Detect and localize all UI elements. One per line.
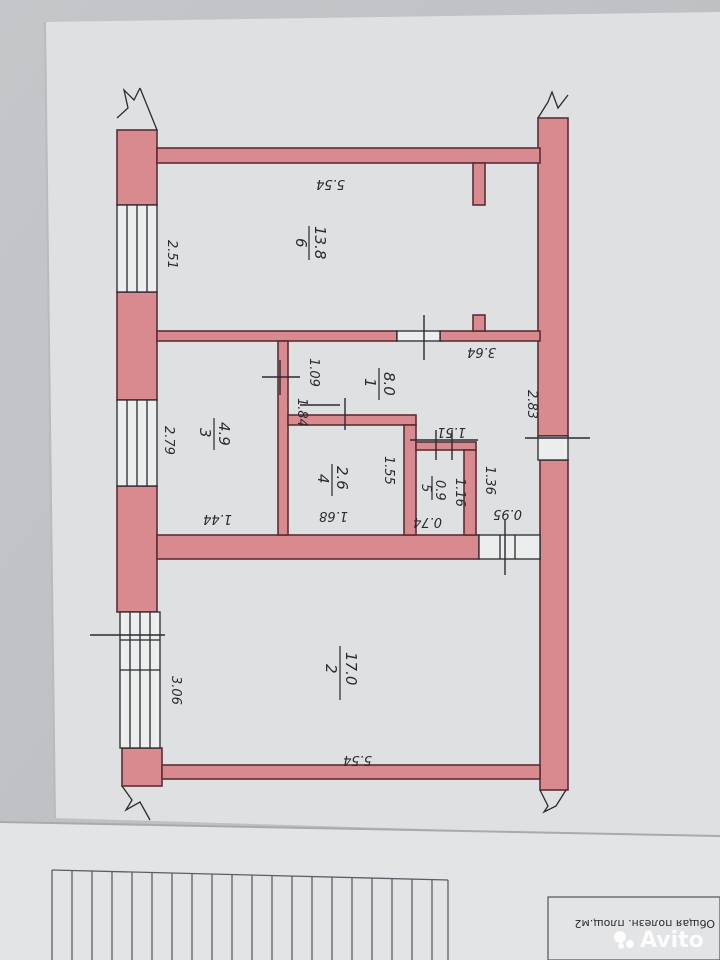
lower-sheet bbox=[0, 822, 720, 960]
room2-number: 2 bbox=[322, 664, 340, 674]
room4-wall-top bbox=[287, 414, 417, 426]
door-openings bbox=[396, 330, 569, 560]
partition-6-1-right bbox=[439, 330, 541, 342]
dim-room3-height: 2.79 bbox=[161, 426, 176, 455]
room-labels: 6 13.8 1 8.0 3 4.9 4 2.6 5 0.9 2 17.0 bbox=[196, 226, 447, 700]
dim-room5-d: 1.36 bbox=[482, 466, 497, 495]
table-grid bbox=[51, 869, 720, 960]
stub-top bbox=[472, 162, 486, 206]
dim-bottom-length: 5.54 bbox=[343, 752, 372, 767]
room6-area: 13.8 bbox=[311, 226, 329, 259]
bottom-wall bbox=[161, 764, 541, 780]
room5-wall-right bbox=[463, 449, 477, 536]
dim-right-room1: 2.83 bbox=[524, 390, 539, 419]
outer-wall-left-mid2 bbox=[116, 485, 158, 613]
room4-wall-right bbox=[403, 424, 417, 536]
room5-wall-top bbox=[415, 441, 477, 451]
room2-area: 17.0 bbox=[342, 652, 360, 685]
room1-number: 1 bbox=[361, 378, 379, 388]
room4-number: 4 bbox=[314, 474, 332, 484]
outer-wall-left-top bbox=[116, 129, 158, 206]
break-marks bbox=[116, 87, 569, 821]
dim-left-room6: 2.51 bbox=[164, 240, 179, 269]
outer-wall-left-mid1 bbox=[116, 291, 158, 401]
dim-right-small: 0.95 bbox=[493, 506, 522, 521]
room3-area: 4.9 bbox=[215, 422, 233, 446]
dimension-labels: 5.54 2.51 2.83 3.64 1.09 1.84 2.79 1.44 … bbox=[161, 176, 539, 767]
stub-bottom bbox=[472, 314, 486, 332]
dim-room5-c: 0.74 bbox=[413, 514, 442, 529]
avito-watermark: Avito bbox=[614, 928, 704, 953]
dim-room1-a: 1.09 bbox=[306, 358, 321, 387]
outer-wall-right-bot bbox=[539, 459, 569, 791]
dim-room1-b: 1.84 bbox=[294, 398, 309, 427]
dim-top-length: 5.54 bbox=[316, 176, 345, 191]
walls bbox=[116, 117, 569, 791]
watermark-brand: Avito bbox=[640, 928, 704, 953]
room1-area: 8.0 bbox=[380, 372, 398, 396]
dim-room4-height: 1.55 bbox=[381, 456, 396, 485]
outer-wall-left-bot bbox=[121, 747, 163, 787]
windows bbox=[116, 204, 161, 749]
dimension-ticks bbox=[90, 315, 590, 636]
room5-area: 0.9 bbox=[432, 480, 447, 501]
dim-room5-b: 1.16 bbox=[452, 478, 467, 507]
dim-room3-width: 1.44 bbox=[203, 511, 232, 526]
room5-number: 5 bbox=[418, 484, 433, 492]
dim-left-room2: 3.06 bbox=[168, 676, 183, 705]
partition-3-2 bbox=[156, 534, 480, 560]
room4-area: 2.6 bbox=[333, 466, 351, 490]
dim-room1-inner: 3.64 bbox=[467, 344, 496, 359]
partition-3-1 bbox=[277, 340, 289, 536]
room6-number: 6 bbox=[292, 238, 310, 248]
dim-room5-a: 1.51 bbox=[437, 424, 466, 439]
dim-room4-width: 1.68 bbox=[319, 508, 348, 523]
room3-number: 3 bbox=[196, 428, 214, 438]
outer-wall-right-top bbox=[537, 117, 569, 437]
partition-6-1 bbox=[156, 330, 398, 342]
table-header-fragment: Общая полезн. площ.м2 bbox=[574, 917, 715, 930]
top-wall bbox=[156, 147, 541, 164]
